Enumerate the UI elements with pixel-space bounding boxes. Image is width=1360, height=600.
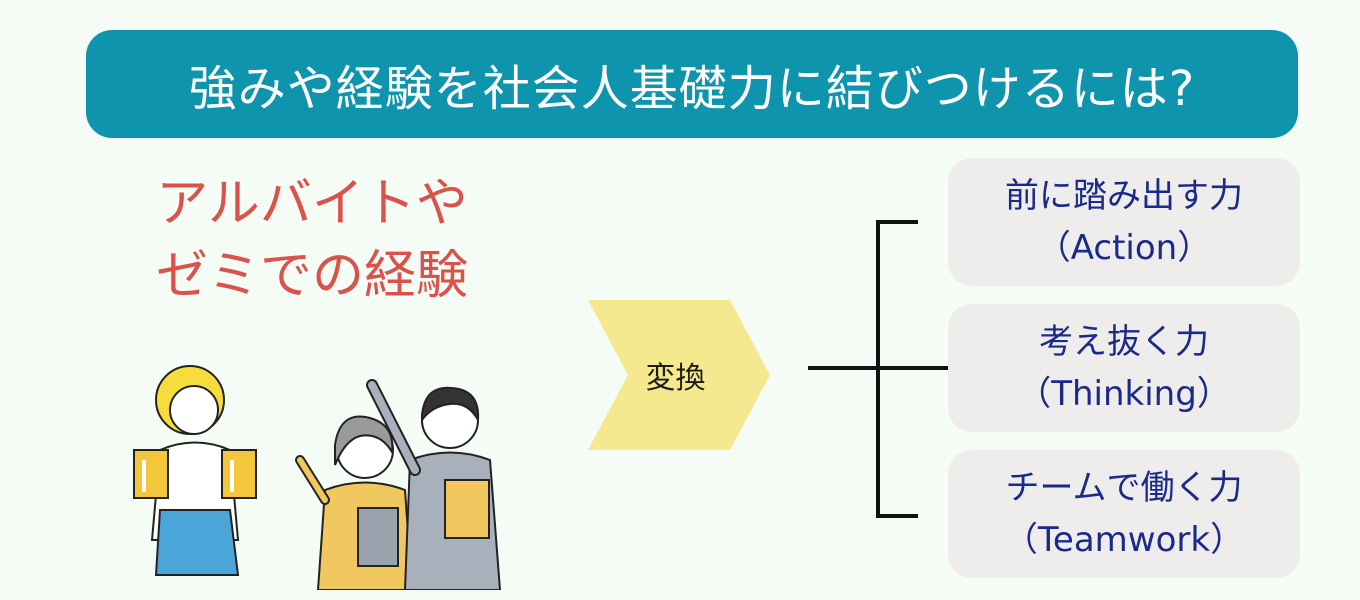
transform-arrow	[588, 300, 770, 450]
transform-label: 変換	[645, 361, 706, 396]
ability-card-thinking: 考え抜く力 （Thinking）	[948, 304, 1300, 432]
ability-english: （Teamwork）	[1003, 520, 1245, 560]
ability-name: チームで働く力	[1005, 468, 1243, 508]
waitress-figure	[133, 365, 257, 576]
ability-card-action: 前に踏み出す力 （Action）	[948, 158, 1300, 286]
page-title: 強みや経験を社会人基礎力に結びつけるには?	[188, 61, 1196, 117]
experience-line-2: ゼミでの経験	[155, 246, 468, 306]
student-left-figure	[295, 415, 414, 590]
experience-line-1: アルバイトや	[156, 174, 468, 234]
ability-card-teamwork: チームで働く力 （Teamwork）	[948, 450, 1300, 578]
experience-heading: アルバイトや ゼミでの経験	[112, 168, 512, 312]
bracket-connector	[808, 220, 948, 518]
ability-english: （Thinking）	[1017, 374, 1231, 414]
people-illustration	[133, 365, 502, 590]
student-right-figure	[366, 379, 502, 590]
title-banner: 強みや経験を社会人基礎力に結びつけるには?	[86, 30, 1298, 138]
ability-name: 考え抜く力	[1039, 322, 1209, 362]
ability-english: （Action）	[1036, 228, 1212, 268]
ability-name: 前に踏み出す力	[1005, 176, 1243, 216]
